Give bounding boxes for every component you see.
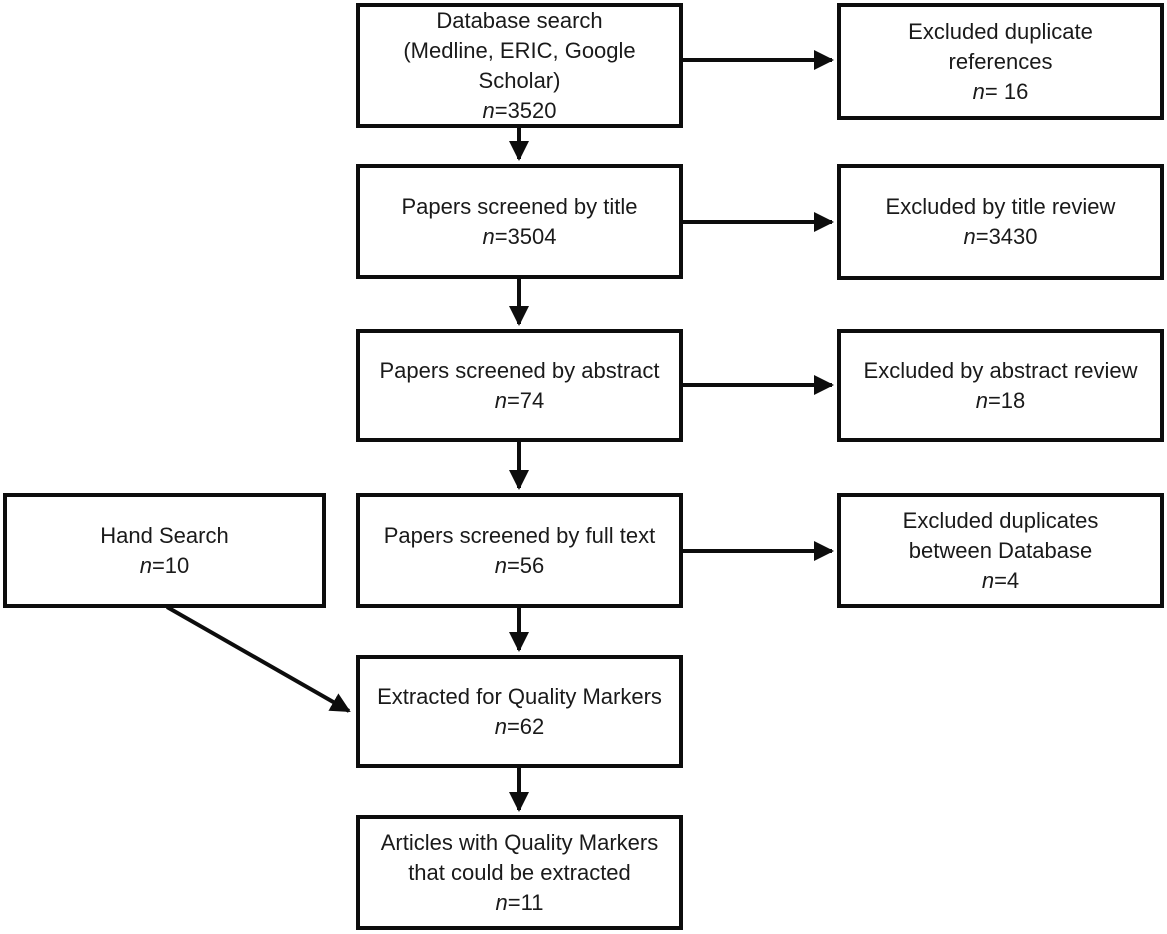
n-value: = 16: [984, 78, 1029, 104]
node-hand-search: Hand Search n=10: [3, 493, 326, 608]
n-value: =3504: [494, 223, 557, 249]
n-count: n=3430: [963, 222, 1037, 252]
node-label: Papers screened by full text: [383, 522, 656, 548]
node-excluded-title-review: Excluded by title review n=3430: [837, 164, 1164, 280]
n-value: =74: [506, 387, 545, 413]
n-count: n=62: [495, 712, 545, 742]
n-count: n=56: [495, 551, 545, 581]
node-papers-screened-full-text: Papers screened by full text n=56: [356, 493, 683, 608]
node-excluded-abstract-review: Excluded by abstract review n=18: [837, 329, 1164, 442]
n-symbol: n: [482, 223, 495, 249]
n-count: n=3520: [482, 96, 556, 126]
n-count: n=3504: [482, 222, 556, 252]
n-symbol: n: [963, 224, 976, 249]
n-value: =10: [151, 552, 190, 578]
n-count: n=10: [140, 551, 190, 581]
n-symbol: n: [494, 387, 507, 413]
node-label: Extracted for Quality Markers: [377, 683, 662, 709]
n-value: =56: [506, 552, 545, 578]
n-value: =62: [506, 713, 545, 739]
node-label: Papers screened by abstract: [379, 357, 660, 383]
n-symbol: n: [495, 889, 508, 915]
node-label: Hand Search: [100, 522, 229, 548]
n-symbol: n: [139, 552, 152, 578]
node-extracted-quality-markers: Extracted for Quality Markers n=62: [356, 655, 683, 768]
n-symbol: n: [494, 552, 507, 578]
n-value: =18: [987, 387, 1026, 413]
n-count: n=18: [976, 386, 1026, 416]
n-value: =3430: [975, 224, 1038, 249]
n-value: =4: [994, 567, 1020, 593]
node-database-search: Database search(Medline, ERIC, Google Sc…: [356, 3, 683, 128]
n-value: =3520: [494, 97, 557, 123]
n-symbol: n: [981, 567, 995, 593]
node-label: Database search(Medline, ERIC, Google Sc…: [403, 7, 636, 93]
n-count: n=11: [496, 888, 544, 918]
arrow-hand-search-to-extracted: [166, 605, 351, 713]
n-symbol: n: [975, 387, 988, 413]
node-label: Excluded by title review: [885, 194, 1116, 219]
node-label: Papers screened by title: [401, 193, 638, 219]
n-symbol: n: [494, 713, 507, 739]
node-papers-screened-title: Papers screened by title n=3504: [356, 164, 683, 279]
node-papers-screened-abstract: Papers screened by abstract n=74: [356, 329, 683, 442]
node-label: Excluded by abstract review: [863, 357, 1138, 383]
n-symbol: n: [482, 97, 495, 123]
n-count: n= 16: [973, 77, 1029, 107]
n-symbol: n: [972, 78, 985, 104]
n-count: n=74: [495, 386, 545, 416]
n-count: n=4: [982, 566, 1019, 596]
n-value: =11: [507, 889, 544, 915]
